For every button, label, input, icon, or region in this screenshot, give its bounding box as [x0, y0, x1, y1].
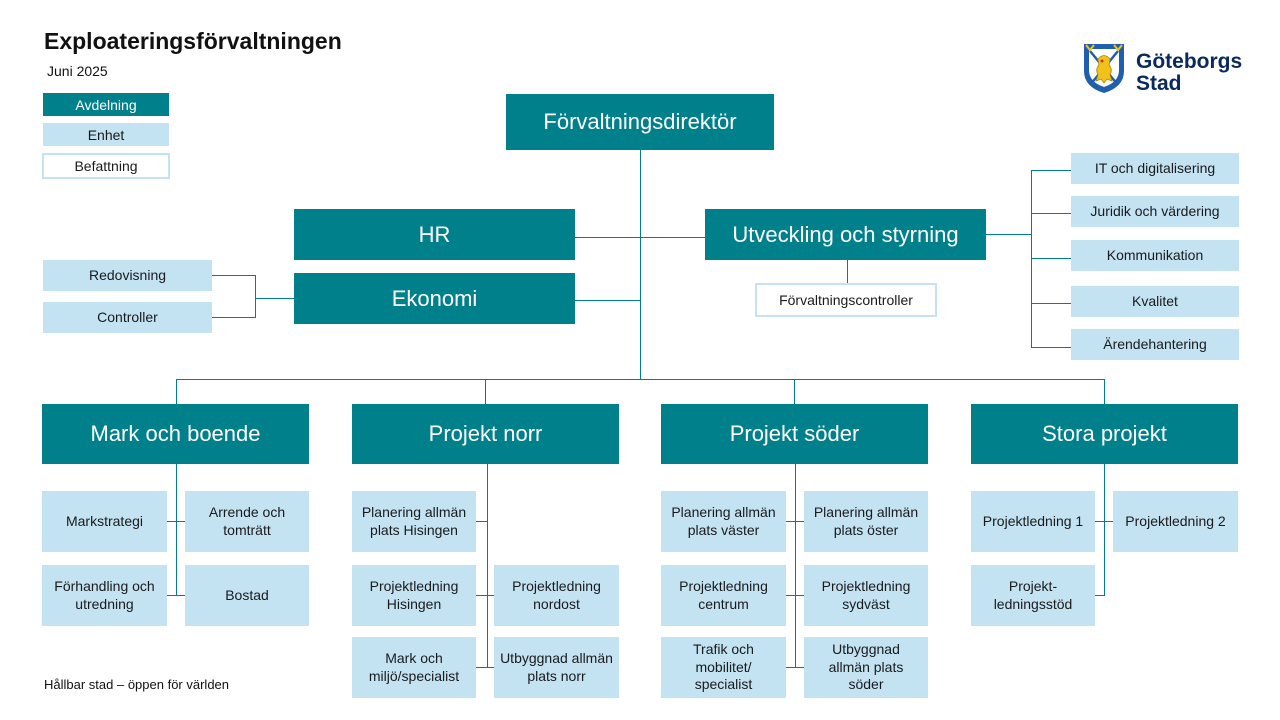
- connector: [1031, 347, 1071, 348]
- connector: [476, 521, 487, 522]
- connector: [794, 379, 795, 404]
- unit-forhandling-och-utredning: Förhandling och utredning: [42, 565, 167, 626]
- connector: [1095, 521, 1113, 522]
- connector: [786, 521, 804, 522]
- connector: [476, 667, 494, 668]
- connector: [1095, 595, 1105, 596]
- node-forvaltningsdirektor: Förvaltningsdirektör: [506, 94, 774, 150]
- node-ekonomi: Ekonomi: [294, 273, 575, 324]
- connector: [575, 300, 640, 301]
- unit-utbyggnad-allman-plats-norr: Utbyggnad allmän plats norr: [494, 637, 619, 698]
- unit-redovisning: Redovisning: [43, 260, 212, 291]
- unit-planering-allman-plats-hisingen: Planering allmän plats Hisingen: [352, 491, 476, 552]
- unit-planering-allman-plats-oster: Planering allmän plats öster: [804, 491, 928, 552]
- connector: [212, 275, 255, 276]
- connector: [1031, 170, 1071, 171]
- connector: [176, 379, 177, 404]
- unit-kvalitet: Kvalitet: [1071, 286, 1239, 317]
- connector: [1031, 213, 1071, 214]
- logo-text: Göteborgs Stad: [1136, 51, 1242, 95]
- unit-projektledning-hisingen: Projektledning Hisingen: [352, 565, 476, 626]
- connector: [485, 379, 486, 404]
- department-projekt-soder: Projekt söder: [661, 404, 928, 464]
- connector: [847, 260, 848, 285]
- unit-arrende-och-tomtratt: Arrende och tomträtt: [185, 491, 309, 552]
- connector: [176, 464, 177, 596]
- unit-projektledning-centrum: Projektledning centrum: [661, 565, 786, 626]
- unit-trafik-och-mobilitet-specialist: Trafik och mobilitet/ specialist: [661, 637, 786, 698]
- unit-utbyggnad-allman-plats-soder: Utbyggnad allmän plats söder: [804, 637, 928, 698]
- connector: [487, 464, 488, 668]
- unit-markstrategi: Markstrategi: [42, 491, 167, 552]
- connector: [1031, 303, 1071, 304]
- connector: [167, 595, 185, 596]
- page-date: Juni 2025: [47, 63, 108, 79]
- unit-projektledning-nordost: Projektledning nordost: [494, 565, 619, 626]
- page-title: Exploateringsförvaltningen: [44, 28, 342, 54]
- goteborg-coat-of-arms-icon: [1080, 41, 1128, 95]
- legend-department: Avdelning: [43, 93, 169, 116]
- connector: [1031, 258, 1071, 259]
- node-utveckling-och-styrning: Utveckling och styrning: [705, 209, 986, 260]
- unit-projektledning-1: Projektledning 1: [971, 491, 1095, 552]
- unit-mark-och-miljo-specialist: Mark och miljö/specialist: [352, 637, 476, 698]
- connector: [640, 150, 641, 380]
- connector: [167, 521, 185, 522]
- unit-kommunikation: Kommunikation: [1071, 240, 1239, 271]
- connector: [575, 237, 705, 238]
- logo-line1: Göteborgs: [1136, 50, 1243, 73]
- connector: [255, 275, 256, 318]
- connector: [986, 234, 1031, 235]
- connector: [476, 595, 494, 596]
- department-projekt-norr: Projekt norr: [352, 404, 619, 464]
- unit-projektledningsstod: Projekt-ledningsstöd: [971, 565, 1095, 626]
- connector: [255, 298, 294, 299]
- department-stora-projekt: Stora projekt: [971, 404, 1238, 464]
- unit-controller: Controller: [43, 302, 212, 333]
- node-hr: HR: [294, 209, 575, 260]
- unit-bostad: Bostad: [185, 565, 309, 626]
- unit-projektledning-2: Projektledning 2: [1113, 491, 1238, 552]
- logo-line2: Stad: [1136, 72, 1182, 95]
- unit-arendehantering: Ärendehantering: [1071, 329, 1239, 360]
- legend-unit: Enhet: [43, 123, 169, 146]
- department-mark-och-boende: Mark och boende: [42, 404, 309, 464]
- connector: [786, 595, 804, 596]
- connector: [786, 667, 804, 668]
- connector: [1104, 379, 1105, 404]
- footer-tagline: Hållbar stad – öppen för världen: [44, 677, 230, 692]
- connector: [1104, 464, 1105, 596]
- unit-planering-allman-plats-vaster: Planering allmän plats väster: [661, 491, 786, 552]
- unit-it-och-digitalisering: IT och digitalisering: [1071, 153, 1239, 184]
- node-forvaltningscontroller: Förvaltningscontroller: [755, 283, 937, 317]
- unit-projektledning-sydvast: Projektledning sydväst: [804, 565, 928, 626]
- connector: [1031, 170, 1032, 348]
- connector: [176, 379, 1105, 380]
- connector: [795, 464, 796, 668]
- unit-juridik-och-vardering: Juridik och värdering: [1071, 196, 1239, 227]
- connector: [212, 317, 255, 318]
- legend-position: Befattning: [42, 153, 170, 179]
